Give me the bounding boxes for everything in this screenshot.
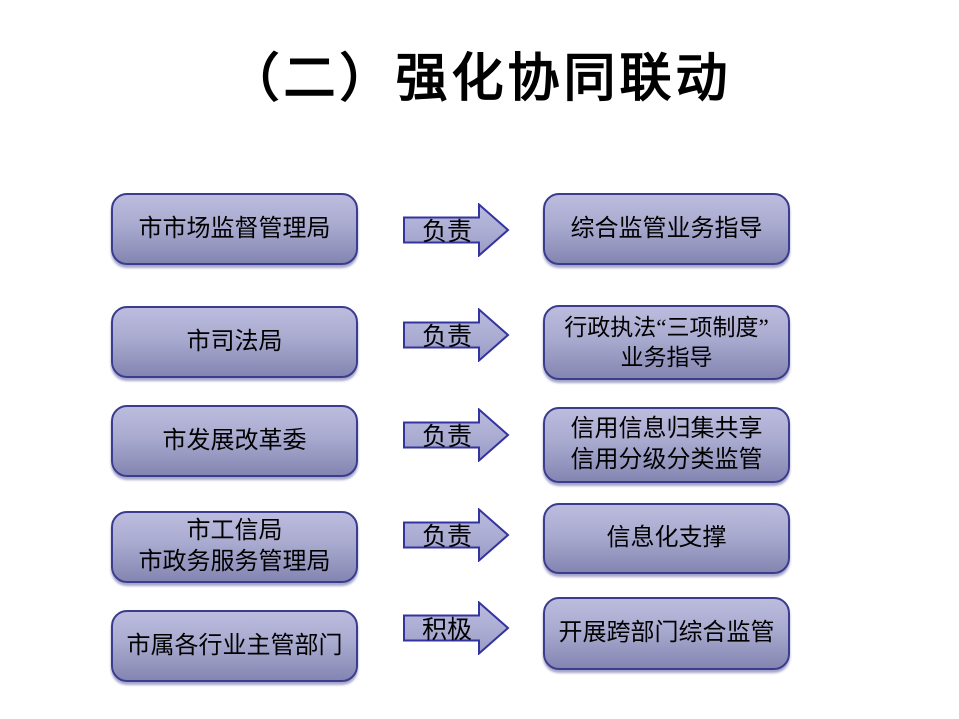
flow-arrow-row5: 积极 (403, 601, 510, 655)
task-box-row3: 信用信息归集共享 信用分级分类监管 (543, 407, 790, 483)
task-box-label: 开展跨部门综合监管 (558, 620, 775, 646)
agency-box-row3: 市发展改革委 (111, 405, 358, 477)
right-arrow-icon (403, 508, 510, 562)
agency-box-label: 市属各行业主管部门 (126, 632, 343, 659)
flow-arrow-row2: 负责 (403, 308, 510, 362)
agency-box-label: 市工信局 (186, 518, 283, 544)
flow-arrow-row1: 负责 (403, 203, 510, 257)
agency-box-label: 市发展改革委 (162, 427, 307, 454)
agency-box-row4: 市工信局 市政务服务管理局 (111, 511, 358, 583)
task-box-label: 综合监管业务指导 (570, 215, 763, 242)
agency-box-row1: 市市场监督管理局 (111, 193, 358, 265)
task-box-row4: 信息化支撑 (543, 503, 790, 574)
right-arrow-icon (403, 203, 510, 257)
arrow-label: 负责 (421, 324, 472, 351)
arrow-label: 积极 (421, 617, 472, 644)
right-arrow-icon (403, 408, 510, 462)
task-box-row2: 行政执法“三项制度” 业务指导 (543, 305, 790, 380)
slide-title: （二）强化协同联动 (227, 51, 732, 108)
task-box-label: 信用信息归集共享 (570, 416, 763, 442)
task-box-label: 业务指导 (620, 344, 713, 370)
task-box-row5: 开展跨部门综合监管 (543, 597, 790, 670)
task-box-label: 信用分级分类监管 (570, 447, 763, 473)
task-box-row1: 综合监管业务指导 (543, 193, 790, 265)
flow-arrow-row3: 负责 (403, 408, 510, 462)
right-arrow-icon (403, 308, 510, 362)
agency-box-label: 市市场监督管理局 (138, 215, 331, 242)
flow-arrow-row4: 负责 (403, 508, 510, 562)
agency-box-label: 市司法局 (186, 328, 283, 355)
task-box-label: 行政执法“三项制度” (564, 314, 769, 340)
arrow-label: 负责 (421, 424, 472, 451)
agency-box-row2: 市司法局 (111, 306, 358, 378)
agency-box-row5: 市属各行业主管部门 (111, 610, 358, 682)
right-arrow-icon (403, 601, 510, 655)
task-box-label: 信息化支撑 (606, 525, 727, 551)
arrow-label: 负责 (421, 524, 472, 551)
arrow-label: 负责 (421, 219, 472, 246)
agency-box-label: 市政务服务管理局 (138, 549, 331, 575)
